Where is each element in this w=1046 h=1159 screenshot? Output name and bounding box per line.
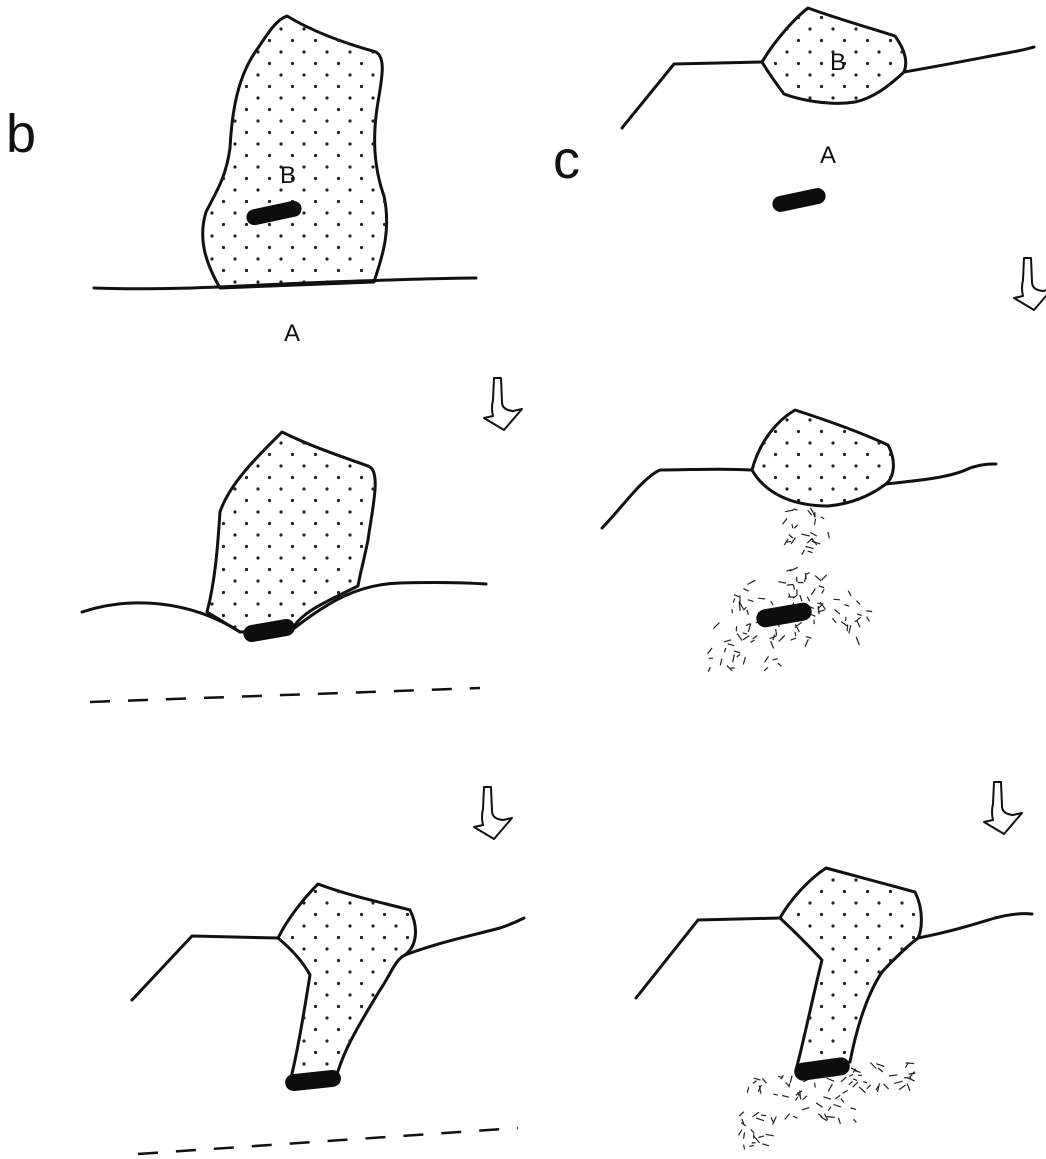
eroded-fragments <box>708 508 873 672</box>
panel-b-stage-1: B A <box>94 16 476 347</box>
label-c-lower: A <box>820 142 836 169</box>
label-c-upper: B <box>830 49 846 76</box>
former-surface-line <box>138 1128 518 1154</box>
panel-letter-c: c <box>553 130 580 190</box>
panel-c-stage-3 <box>636 868 1032 1149</box>
object-marker <box>771 187 827 214</box>
former-surface-line <box>90 688 480 702</box>
panel-b-stage-3 <box>132 884 524 1154</box>
stage-arrow-icon <box>484 378 522 430</box>
label-b-upper: B <box>280 162 296 189</box>
panel-b: b B A <box>6 16 524 1154</box>
panel-c: c B A <box>553 8 1046 1149</box>
object-marker <box>755 601 813 628</box>
stage-arrow-icon <box>474 787 512 839</box>
panel-c-stage-2 <box>602 410 996 672</box>
stage-arrow-icon <box>1014 258 1046 310</box>
panel-b-stage-2 <box>82 432 486 702</box>
panel-c-stage-1: B A <box>622 8 1034 213</box>
panel-letter-b: b <box>6 104 36 164</box>
label-b-lower: A <box>284 320 300 347</box>
stage-arrow-icon <box>984 782 1022 834</box>
